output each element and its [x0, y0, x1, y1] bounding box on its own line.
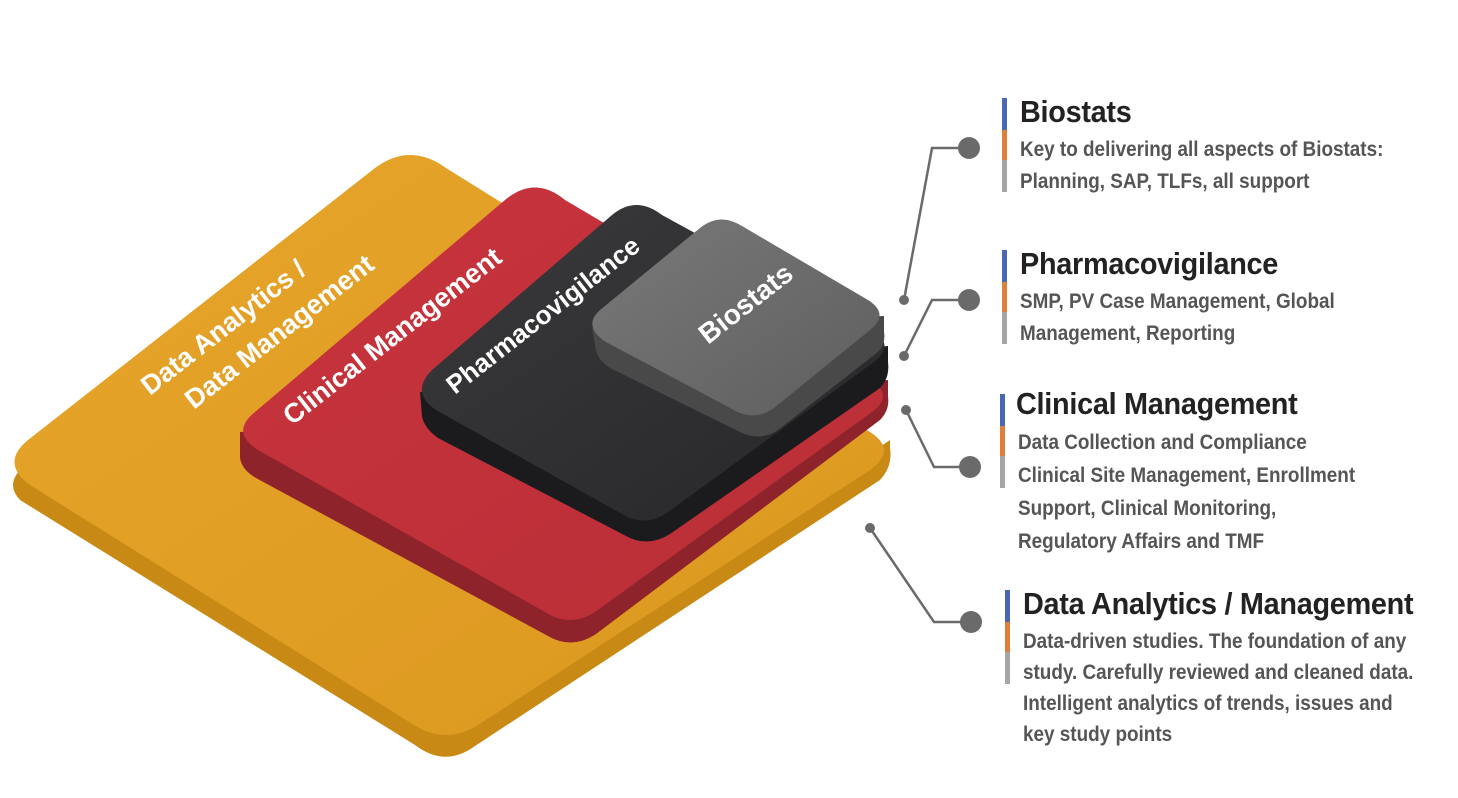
panel-clinical-management: Clinical Management Data Collection and …	[1000, 386, 1393, 558]
connector-dot-biostats-start	[899, 295, 909, 305]
panel-pharmacovigilance: Pharmacovigilance SMP, PV Case Managemen…	[1002, 246, 1370, 350]
panel-biostats-title: Biostats	[1020, 94, 1132, 129]
panel-biostats-description: Key to delivering all aspects of Biostat…	[1020, 134, 1383, 198]
panel-clinical-management-desc-line-1: Data Collection and Compliance	[1018, 431, 1307, 454]
connector-clinical-management	[904, 409, 968, 469]
panel-pharmacovigilance-desc-line-2: Management, Reporting	[1020, 322, 1236, 345]
panel-clinical-management-accent-bars	[1000, 394, 1005, 488]
connector-dot-clinical-end	[959, 456, 981, 478]
layer-biostats-top	[592, 219, 880, 416]
panel-clinical-management-title: Clinical Management	[1016, 386, 1298, 421]
panel-data-analytics-desc-line-2: study. Carefully reviewed and cleaned da…	[1023, 661, 1414, 684]
panel-pharmacovigilance-desc-line-1: SMP, PV Case Management, Global	[1020, 290, 1335, 313]
panel-biostats-desc-line-1: Key to delivering all aspects of Biostat…	[1020, 138, 1384, 161]
connector-dot-biostats-end	[958, 137, 980, 159]
panel-biostats-accent-bars	[1002, 98, 1007, 192]
connector-dot-data-analytics-end	[960, 611, 982, 633]
panel-biostats-desc-line-2: Planning, SAP, TLFs, all support	[1020, 170, 1310, 193]
panel-clinical-management-desc-line-2: Clinical Site Management, Enrollment	[1018, 464, 1356, 487]
panel-data-analytics-desc-line-4: key study points	[1023, 723, 1173, 746]
panel-data-analytics-accent-bars	[1005, 590, 1010, 684]
connector-data-analytics	[868, 527, 968, 624]
layer-biostats: Biostats	[592, 219, 885, 437]
panel-pharmacovigilance-description: SMP, PV Case Management, Global Manageme…	[1020, 286, 1335, 350]
panel-data-analytics-description: Data-driven studies. The foundation of a…	[1023, 626, 1413, 750]
connector-dot-pharmacovigilance-start	[899, 351, 909, 361]
connectors	[868, 146, 968, 624]
connector-dot-clinical-start	[901, 405, 911, 415]
panel-biostats: Biostats Key to delivering all aspects o…	[1002, 94, 1424, 198]
panel-data-analytics-desc-line-1: Data-driven studies. The foundation of a…	[1023, 630, 1407, 653]
panel-pharmacovigilance-accent-bars	[1002, 250, 1007, 344]
layer-data-analytics-side	[13, 440, 891, 757]
panel-data-analytics-desc-line-3: Intelligent analytics of trends, issues …	[1023, 692, 1393, 715]
connector-dots	[865, 137, 982, 633]
panel-clinical-management-desc-line-3: Support, Clinical Monitoring,	[1018, 497, 1277, 520]
panel-pharmacovigilance-title: Pharmacovigilance	[1020, 246, 1279, 281]
panel-data-analytics: Data Analytics / Management Data-driven …	[1005, 586, 1457, 750]
connector-pharmacovigilance	[902, 298, 968, 357]
panel-data-analytics-title: Data Analytics / Management	[1023, 586, 1414, 621]
connector-dot-data-analytics-start	[865, 523, 875, 533]
panel-clinical-management-desc-line-4: Regulatory Affairs and TMF	[1018, 530, 1265, 553]
connector-dot-pharmacovigilance-end	[958, 289, 980, 311]
panel-clinical-management-description: Data Collection and Compliance Clinical …	[1018, 426, 1355, 558]
connector-biostats	[902, 146, 968, 301]
